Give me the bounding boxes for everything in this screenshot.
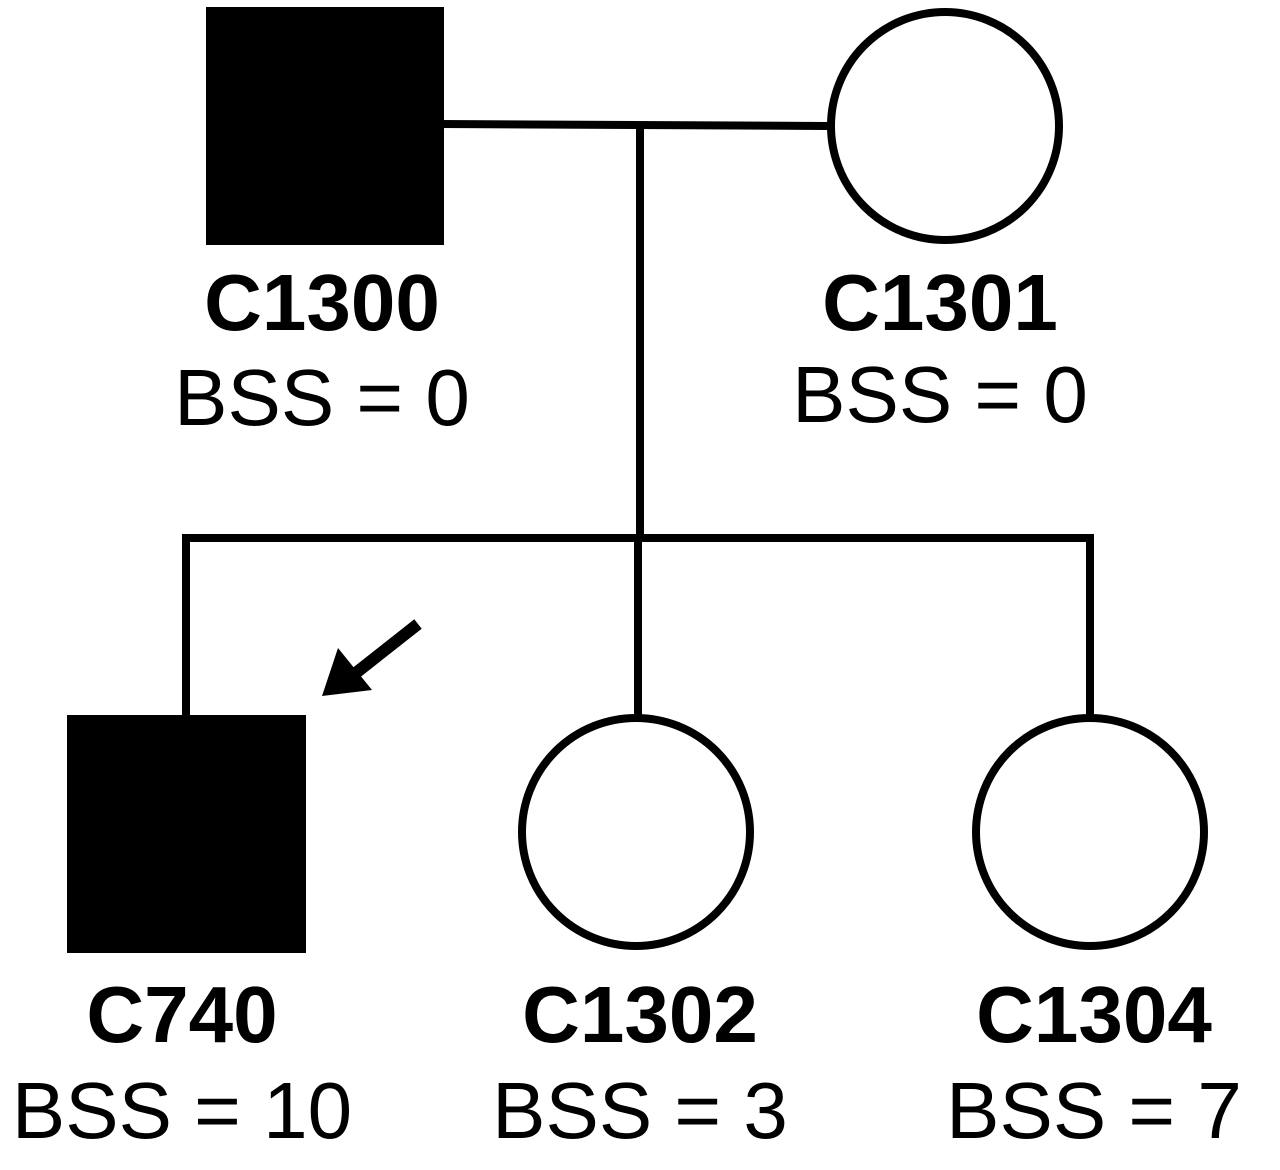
id-label-c1301: C1301	[822, 258, 1058, 347]
individual-c1302-circle	[518, 714, 754, 950]
bss-label-c1304: BSS = 7	[946, 1066, 1242, 1155]
proband-arrow-icon	[322, 619, 422, 696]
bss-label-c1300: BSS = 0	[174, 353, 470, 442]
individual-c740-square	[67, 715, 306, 953]
individual-c1300-square	[206, 7, 444, 245]
individual-c1301-circle	[827, 8, 1063, 244]
id-label-c1302: C1302	[522, 970, 758, 1059]
id-label-c1300: C1300	[204, 258, 440, 347]
individual-c1304-circle	[972, 714, 1208, 950]
bss-label-c740: BSS = 10	[12, 1066, 352, 1155]
bss-label-c1301: BSS = 0	[792, 350, 1088, 439]
bss-label-c1302: BSS = 3	[492, 1066, 788, 1155]
marriage-line	[439, 120, 829, 130]
id-label-c740: C740	[86, 970, 277, 1059]
id-label-c1304: C1304	[976, 970, 1212, 1059]
